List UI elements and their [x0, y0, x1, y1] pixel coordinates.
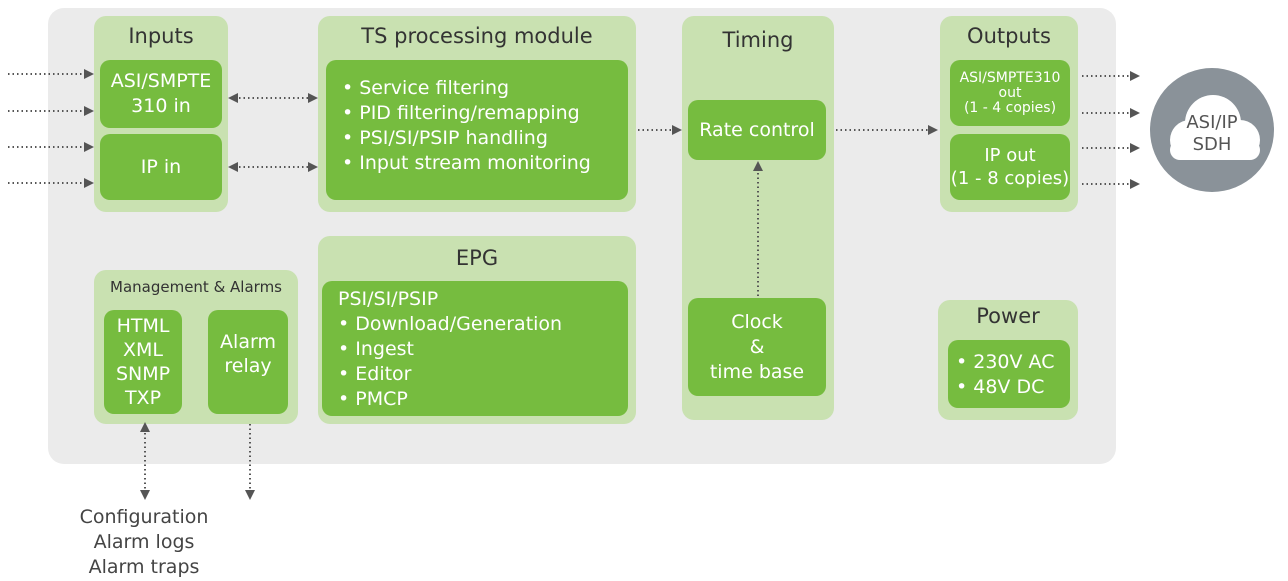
epg-bullet: Ingest — [338, 337, 628, 362]
ip-out-line-1: IP out — [984, 145, 1036, 166]
cloud-line-1: ASI/IP — [1186, 112, 1238, 133]
ts-bullet: PID filtering/remapping — [342, 101, 628, 126]
power-bullet: 230V AC — [956, 350, 1070, 375]
outputs-title: Outputs — [967, 24, 1051, 48]
cloud-label: ASI/IP SDH — [1166, 106, 1258, 162]
inputs-title: Inputs — [128, 24, 194, 48]
alarm-relay-line-2: relay — [224, 355, 272, 377]
protocol-html: HTML — [116, 315, 170, 337]
protocol-txp: TXP — [124, 387, 162, 409]
management-caption: Configuration Alarm logs Alarm traps — [64, 505, 224, 580]
asi-out-line-2: out — [998, 84, 1022, 101]
clock-line-3: time base — [709, 360, 805, 383]
ts-bullet: Service filtering — [342, 76, 628, 101]
epg-bullet: Download/Generation — [338, 312, 628, 337]
epg-heading: PSI/SI/PSIP — [338, 288, 439, 310]
ts-processing-list: Service filtering PID filtering/remappin… — [342, 76, 628, 176]
ip-in-label: IP in — [140, 156, 182, 178]
rate-control-label: Rate control — [699, 119, 815, 141]
asi-out-line-1: ASI/SMPTE310 — [959, 69, 1061, 86]
ts-processing-block: Service filtering PID filtering/remappin… — [326, 60, 628, 200]
caption-configuration: Configuration — [79, 506, 209, 528]
asi-smpte310-out-block: ASI/SMPTE310 out (1 - 4 copies) — [950, 60, 1070, 126]
ts-processing-title: TS processing module — [361, 24, 593, 48]
ts-bullet: PSI/SI/PSIP handling — [342, 126, 628, 151]
ip-in-block: IP in — [100, 134, 222, 200]
protocol-snmp: SNMP — [115, 363, 171, 385]
epg-bullet: PMCP — [338, 387, 628, 412]
protocols-block: HTML XML SNMP TXP — [104, 310, 182, 414]
cloud-shape — [1170, 95, 1260, 160]
epg-block: PSI/SI/PSIP Download/Generation Ingest E… — [322, 281, 628, 416]
timing-title: Timing — [722, 28, 794, 52]
ip-out-line-2: (1 - 8 copies) — [950, 168, 1070, 189]
asi-in-line-1: ASI/SMPTE — [110, 70, 212, 92]
asi-out-line-3: (1 - 4 copies) — [963, 99, 1057, 116]
asi-in-line-2: 310 in — [131, 95, 191, 117]
clock-line-2: & — [749, 335, 765, 358]
protocol-xml: XML — [123, 339, 163, 361]
power-bullet: 48V DC — [956, 375, 1070, 400]
ip-out-block: IP out (1 - 8 copies) — [950, 134, 1070, 200]
epg-list: Download/Generation Ingest Editor PMCP — [338, 312, 628, 412]
management-alarms-title: Management & Alarms — [110, 278, 282, 296]
clock-line-1: Clock — [731, 310, 783, 333]
cloud-line-2: SDH — [1192, 134, 1232, 155]
alarm-relay-line-1: Alarm — [220, 331, 276, 353]
caption-alarm-traps: Alarm traps — [88, 556, 200, 578]
epg-title: EPG — [455, 246, 499, 270]
caption-alarm-logs: Alarm logs — [93, 531, 195, 553]
rate-control-block: Rate control — [688, 100, 826, 160]
clock-time-base-block: Clock & time base — [688, 298, 826, 396]
power-list: 230V AC 48V DC — [956, 350, 1070, 400]
power-title: Power — [976, 304, 1040, 328]
ts-bullet: Input stream monitoring — [342, 151, 628, 176]
alarm-relay-block: Alarm relay — [208, 310, 288, 414]
power-block: 230V AC 48V DC — [948, 340, 1070, 408]
epg-bullet: Editor — [338, 362, 628, 387]
asi-smpte-310-in-block: ASI/SMPTE 310 in — [100, 60, 222, 128]
